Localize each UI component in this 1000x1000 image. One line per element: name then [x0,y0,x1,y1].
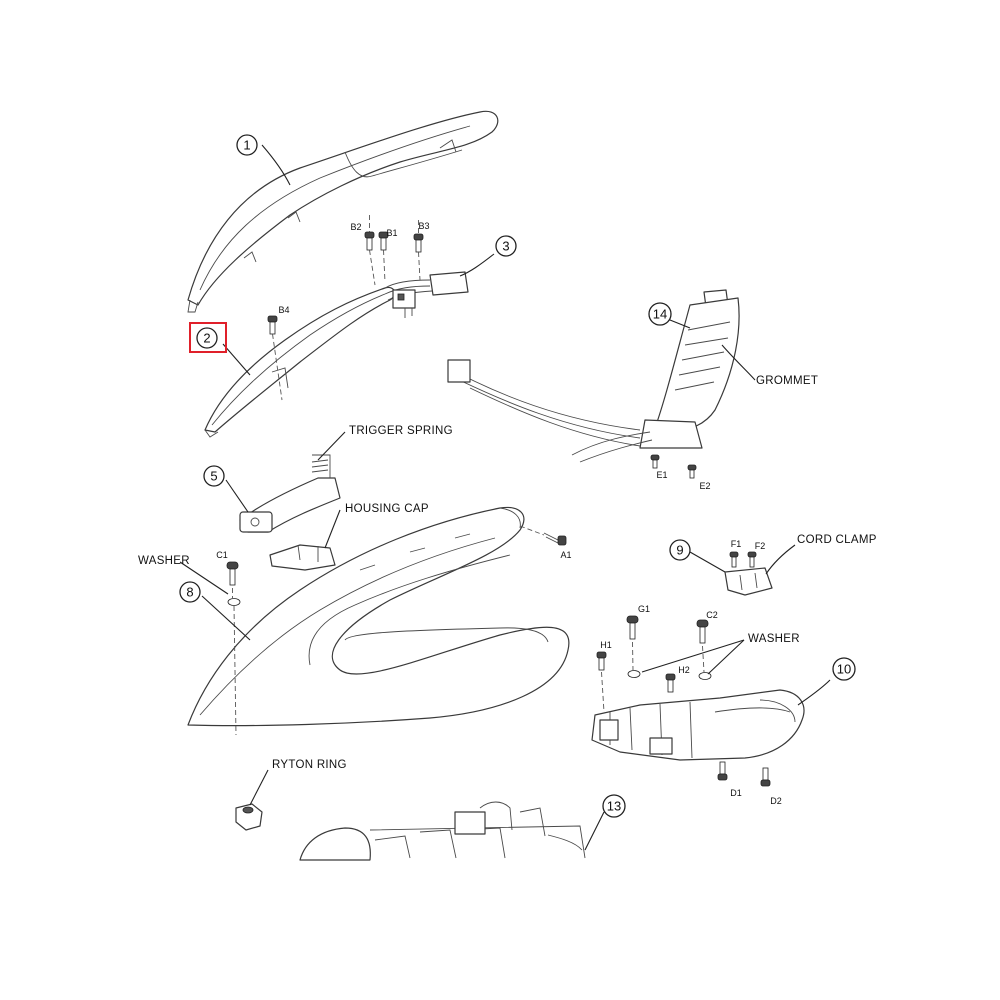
screw-label-b2: B2 [350,222,361,232]
part-5-trigger-lever [239,454,341,533]
screw-d2: D2 [760,767,782,806]
callout-8: 8 [179,581,201,603]
svg-text:13: 13 [607,799,621,814]
screw-label-d2: D2 [770,796,782,806]
screw-c2: C2 [696,610,718,680]
callout-3: 3 [495,235,517,257]
screw-label-f1: F1 [731,539,742,549]
part-3-switch-assembly [384,271,469,318]
part-10-rear-cover [591,689,805,761]
callout-2: 2 [189,322,227,353]
label-trigger-spring: TRIGGER SPRING [349,425,453,437]
callout-2-highlight-box [189,322,227,353]
screw-label-b3: B3 [418,221,429,231]
screw-label-h2: H2 [678,665,690,675]
screw-label-f2: F2 [755,541,766,551]
screw-b2: B2 [350,215,376,286]
housing-cap-part [269,544,336,571]
callout-13: 13 [602,794,626,818]
label-housing-cap: HOUSING CAP [345,503,429,515]
screw-label-d1: D1 [730,788,742,798]
svg-text:10: 10 [837,662,851,677]
svg-text:1: 1 [243,138,250,153]
screw-b3: B3 [413,220,430,281]
screw-b4: B4 [267,305,290,401]
screw-label-b4: B4 [278,305,289,315]
screw-label-h1: H1 [600,640,612,650]
screw-h2: H2 [665,665,690,693]
label-cord-clamp: CORD CLAMP [797,534,877,546]
callout-1: 1 [236,134,258,156]
label-washer-left: WASHER [138,555,190,567]
screw-h1: H1 [596,640,612,713]
screw-label-g1: G1 [638,604,650,614]
ryton-ring-part [235,803,263,831]
svg-text:9: 9 [676,543,683,558]
screw-d1: D1 [717,761,742,798]
callout-14: 14 [648,302,672,326]
callout-5: 5 [203,465,225,487]
part-14-grommet-cord: E1 E2 [447,289,740,491]
part-9-cord-clamp: F1 F2 [724,539,773,596]
screw-label-a1: A1 [560,550,571,560]
screw-label-c1: C1 [216,550,228,560]
svg-text:14: 14 [653,307,667,322]
screw-label-e2: E2 [699,481,710,491]
label-washer-right: WASHER [748,633,800,645]
callout-10: 10 [832,657,856,681]
part-1-handle-cover [187,110,499,313]
screw-label-b1: B1 [386,228,397,238]
svg-text:3: 3 [502,239,509,254]
screw-c1: C1 [216,550,241,736]
screw-g1: G1 [626,604,650,678]
screw-label-c2: C2 [706,610,718,620]
part-2-inner-handle [204,286,396,438]
callout-9: 9 [669,539,691,561]
svg-text:5: 5 [210,469,217,484]
svg-text:2: 2 [203,331,210,346]
screw-b1: B1 [378,228,398,283]
screw-label-e1: E1 [656,470,667,480]
label-grommet: GROMMET [756,375,818,387]
iron-body-housing [187,506,570,727]
screw-a1: A1 [519,525,572,560]
part-13-soleplate [299,801,586,861]
svg-text:8: 8 [186,585,193,600]
label-ryton-ring: RYTON RING [272,759,347,771]
